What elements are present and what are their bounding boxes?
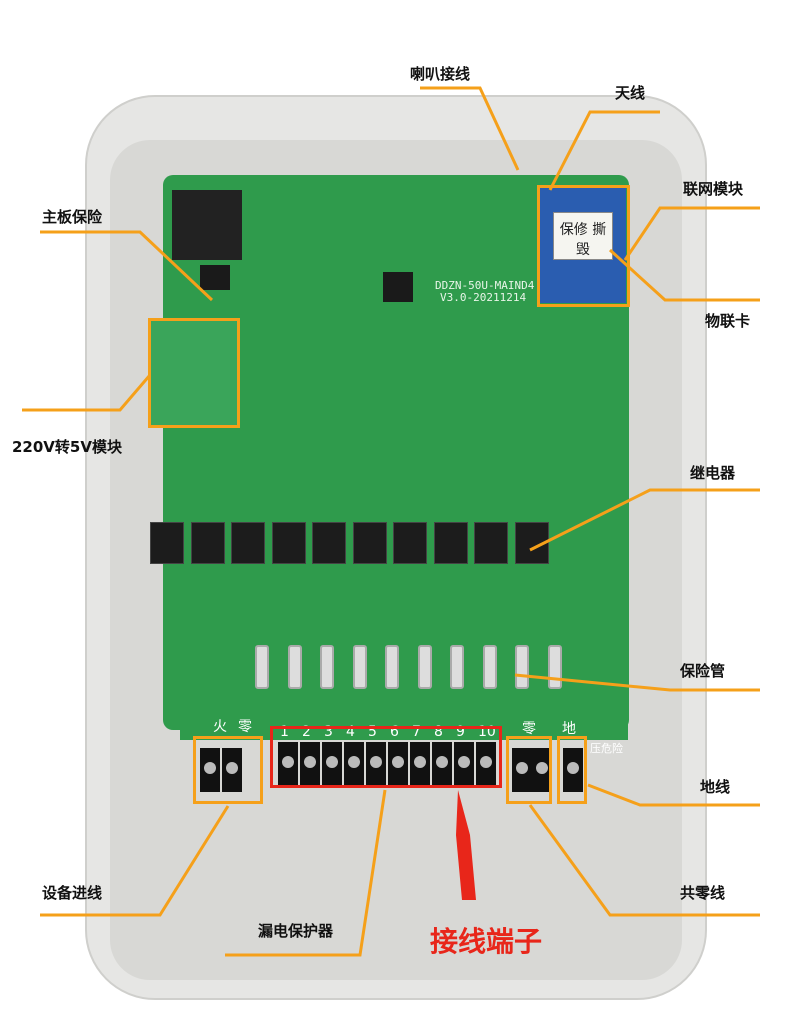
- label-power-module: 220V转5V模块: [12, 438, 122, 456]
- ground-box: [557, 736, 587, 804]
- label-iot-card: 物联卡: [705, 312, 751, 330]
- terminal-box: [270, 726, 502, 788]
- channel-number: 1: [280, 724, 289, 740]
- earth-label: 地: [562, 721, 576, 737]
- channel-number: 4: [346, 724, 355, 740]
- label-board-fuse: 主板保险: [42, 208, 103, 226]
- terminal[interactable]: [300, 742, 320, 786]
- terminal[interactable]: [432, 742, 452, 786]
- fuse-tube: [515, 645, 529, 689]
- fuse-tube: [255, 645, 269, 689]
- power-module: [150, 318, 240, 426]
- live-label: 火: [213, 719, 227, 735]
- fuse-tube: [352, 645, 367, 689]
- label-common-neutral: 共零线: [680, 884, 726, 902]
- terminal[interactable]: [278, 742, 298, 786]
- fuse-tube: [287, 645, 302, 689]
- relay: [393, 522, 427, 564]
- fuse-tube: [320, 645, 334, 689]
- channel-number: 8: [434, 724, 443, 740]
- relay-main: [172, 190, 242, 260]
- label-relay: 继电器: [690, 464, 736, 482]
- power-box: [148, 318, 240, 428]
- terminal[interactable]: [222, 748, 242, 792]
- relay: [352, 522, 387, 564]
- neutral-label-2: 零: [522, 721, 536, 737]
- warranty-sticker: 保修 撕毁: [553, 212, 613, 260]
- label-input: 设备进线: [42, 884, 103, 902]
- channel-number: 6: [390, 724, 399, 740]
- channel-number: 2: [302, 724, 311, 740]
- fuse-tube: [450, 645, 464, 689]
- input-box: [193, 736, 263, 804]
- fuse-tube: [482, 645, 497, 689]
- label-fuse-tube: 保险管: [680, 662, 726, 680]
- terminal[interactable]: [563, 748, 583, 792]
- neutral-label: 零: [238, 719, 252, 735]
- terminal[interactable]: [366, 742, 386, 786]
- mcu-chip: [383, 272, 413, 302]
- terminal[interactable]: [476, 742, 496, 786]
- label-leakage-protector: 漏电保护器: [258, 922, 334, 940]
- fuse-chip: [200, 265, 230, 290]
- terminal[interactable]: [454, 742, 474, 786]
- relay: [150, 522, 184, 564]
- terminal[interactable]: [388, 742, 408, 786]
- warning-label: 压危险: [590, 742, 623, 755]
- fuse-tube: [385, 645, 399, 689]
- terminal[interactable]: [410, 742, 430, 786]
- fuse-tube: [417, 645, 432, 689]
- channel-number: 7: [412, 724, 421, 740]
- relay: [474, 522, 508, 564]
- network-box: [537, 185, 630, 307]
- channel-number: 3: [324, 724, 333, 740]
- label-speaker: 喇叭接线: [410, 65, 471, 83]
- relay: [271, 522, 306, 564]
- neutral-box: [506, 736, 552, 804]
- relay: [312, 522, 346, 564]
- relay: [433, 522, 468, 564]
- terminal[interactable]: [200, 748, 220, 792]
- label-ground: 地线: [700, 778, 731, 796]
- relay: [231, 522, 265, 564]
- channel-number: 9: [456, 724, 465, 740]
- terminal[interactable]: [512, 748, 532, 792]
- label-network-module: 联网模块: [683, 180, 744, 198]
- board-version: V3.0-20211214: [440, 291, 527, 304]
- channel-number: 5: [368, 724, 377, 740]
- board-model: DDZN-50U-MAIND4: [435, 279, 535, 292]
- label-terminals: 接线端子: [430, 925, 543, 958]
- terminal[interactable]: [344, 742, 364, 786]
- terminal[interactable]: [532, 748, 552, 792]
- label-antenna: 天线: [615, 84, 646, 102]
- relay: [190, 522, 225, 564]
- terminal[interactable]: [322, 742, 342, 786]
